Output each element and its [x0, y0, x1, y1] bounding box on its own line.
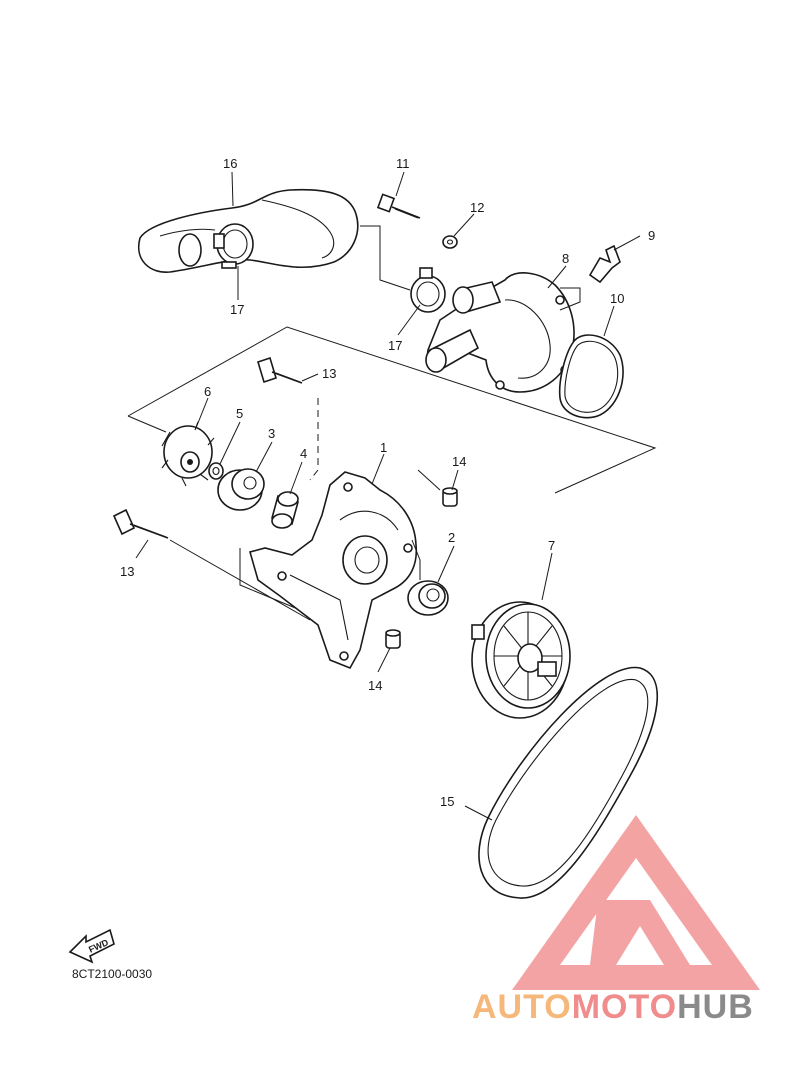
upper-frame-lines — [127, 326, 657, 621]
dowel-pin-14-bottom — [385, 629, 401, 649]
cover-outlet-pipes — [425, 281, 502, 373]
watermark-auto: AUTO — [472, 988, 572, 1026]
o-ring-10 — [558, 334, 624, 419]
callout-labels: 1 2 3 4 5 6 7 8 9 10 11 12 13 13 14 14 1… — [120, 156, 655, 809]
pulley-7 — [471, 601, 571, 719]
callout-14-bottom: 14 — [368, 678, 382, 693]
bolt-11 — [376, 193, 421, 219]
callout-9: 9 — [648, 228, 655, 243]
callout-3: 3 — [268, 426, 275, 441]
callout-15: 15 — [440, 794, 454, 809]
collar-4 — [271, 491, 299, 529]
belt-15 — [478, 666, 659, 899]
watermark-text: AUTOMOTOHUB — [472, 988, 754, 1026]
callout-10: 10 — [610, 291, 624, 306]
callout-14-top: 14 — [452, 454, 466, 469]
bearing-2 — [407, 580, 449, 616]
bolt-13-top — [257, 356, 303, 384]
fwd-arrow: FWD — [68, 928, 115, 964]
pump-cover-8 — [426, 272, 575, 393]
callout-16: 16 — [223, 156, 237, 171]
callout-6: 6 — [204, 384, 211, 399]
callout-1: 1 — [380, 440, 387, 455]
bolt-13-left — [112, 508, 169, 539]
callout-13-left: 13 — [120, 564, 134, 579]
fitting-9 — [588, 244, 621, 284]
washer-5 — [208, 462, 224, 480]
hose-clamp-17a — [213, 223, 254, 269]
pump-housing-1 — [249, 471, 418, 670]
callout-13-top: 13 — [322, 366, 336, 381]
callout-5: 5 — [236, 406, 243, 421]
leader-lines — [135, 171, 641, 821]
watermark-moto: MOTO — [572, 988, 677, 1026]
impeller-6 — [161, 421, 215, 487]
callout-17-left: 17 — [230, 302, 244, 317]
callout-8: 8 — [562, 251, 569, 266]
watermark-logo-icon — [512, 815, 760, 990]
callout-7: 7 — [548, 538, 555, 553]
callout-12: 12 — [470, 200, 484, 215]
drawing-code: 8CT2100-0030 — [72, 967, 152, 981]
seal-3 — [217, 468, 265, 511]
callout-11: 11 — [396, 156, 410, 171]
dowel-pin-14-top — [442, 487, 458, 507]
watermark-hub: HUB — [677, 988, 754, 1026]
callout-2: 2 — [448, 530, 455, 545]
hose-clamp-17b — [410, 267, 446, 313]
callout-4: 4 — [300, 446, 307, 461]
svg-text:AUTOMOTOHUB: AUTOMOTOHUB — [472, 988, 754, 1026]
washer-12 — [442, 235, 458, 249]
callout-17-right: 17 — [388, 338, 402, 353]
